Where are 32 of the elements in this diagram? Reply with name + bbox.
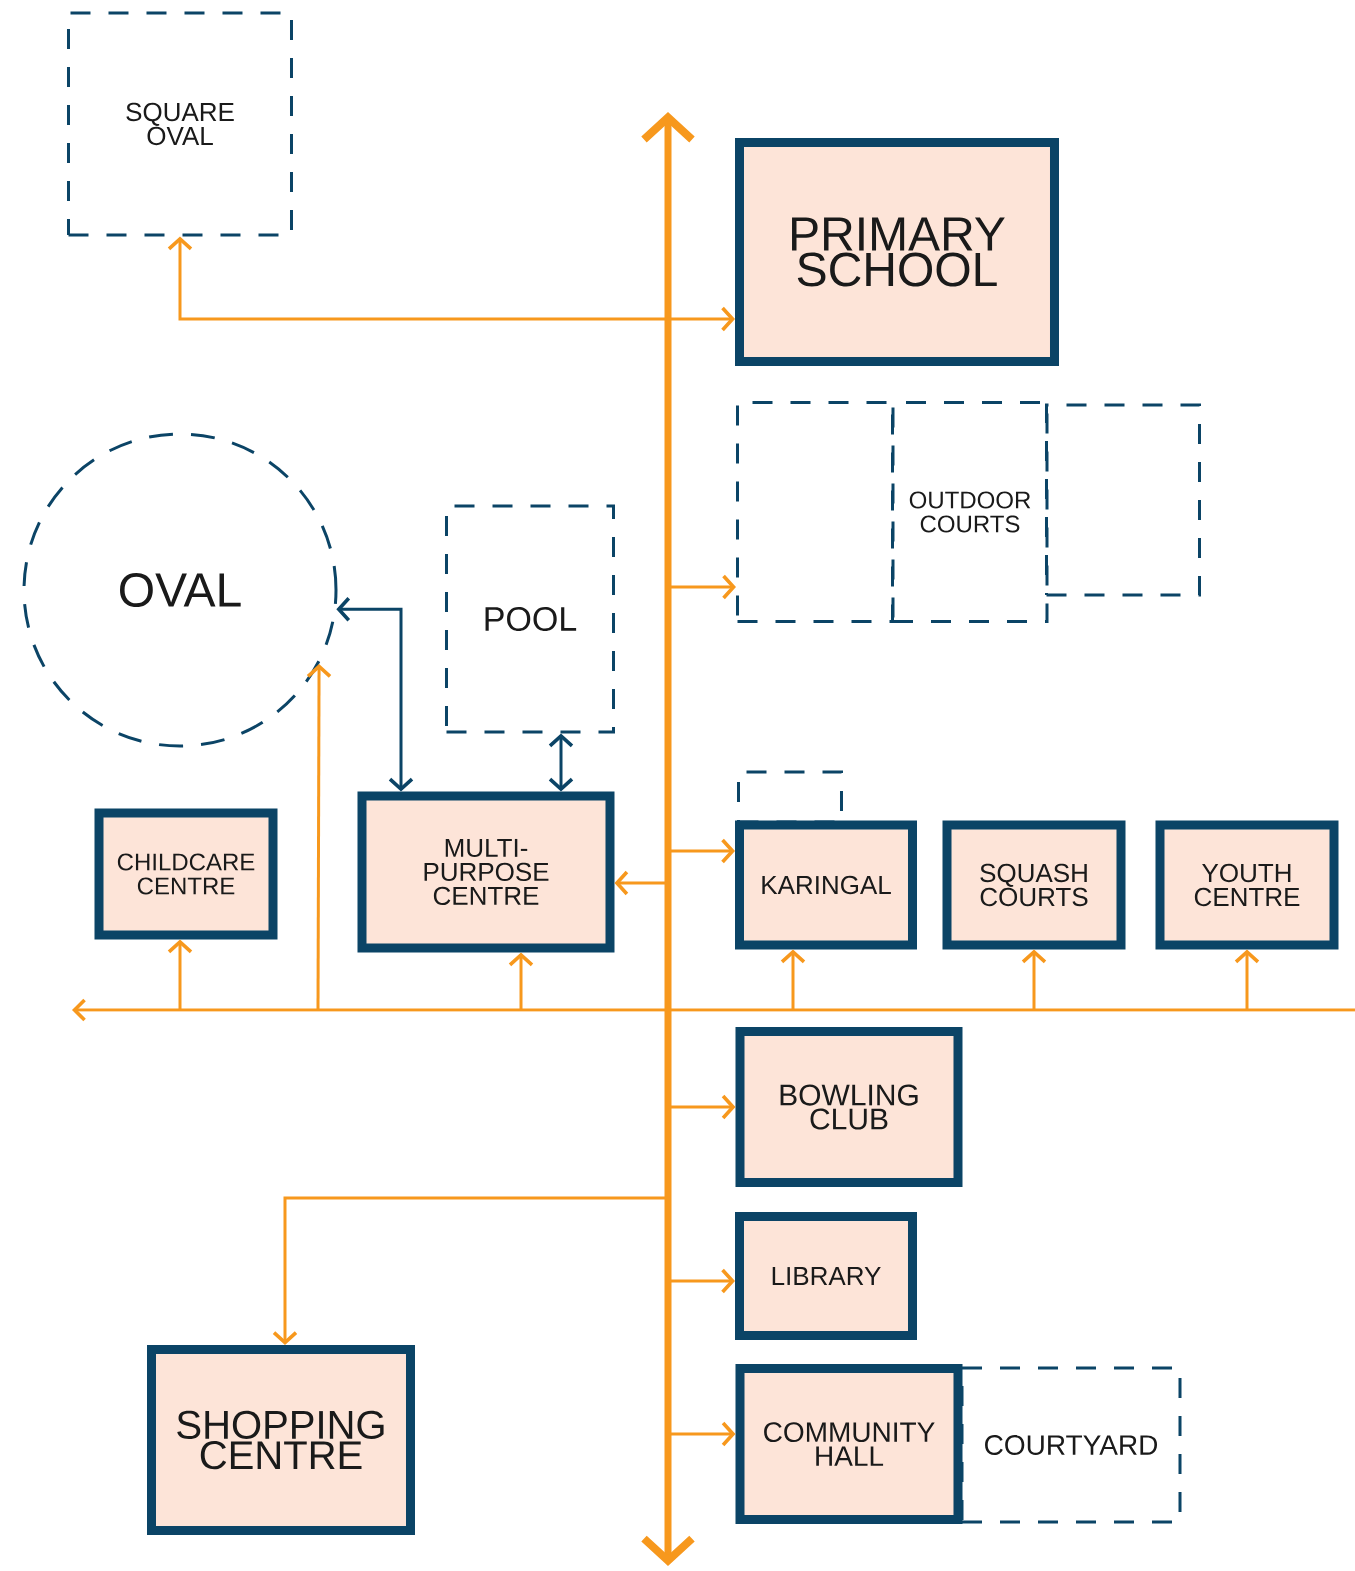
arrow <box>167 939 193 1010</box>
facility-box: BOWLING CLUB <box>735 1027 963 1187</box>
double-arrow <box>548 733 574 792</box>
arrow <box>1021 949 1047 1010</box>
arrow <box>306 663 332 1011</box>
arrow <box>668 574 736 600</box>
double-arrow <box>167 236 735 332</box>
arrow <box>1234 949 1260 1010</box>
arrow <box>614 870 668 896</box>
facility-box: COMMUNITY HALL <box>735 1364 963 1524</box>
dashed-outline-box <box>1045 403 1201 597</box>
facility-box: LIBRARY <box>735 1212 917 1340</box>
facility-box: PRIMARY SCHOOL <box>735 138 1059 366</box>
arrow <box>668 1268 735 1294</box>
arrow <box>668 1421 736 1447</box>
facility-box: SQUASH COURTS <box>942 820 1126 950</box>
arrow <box>780 949 806 1010</box>
facility-box: YOUTH CENTRE <box>1155 820 1339 950</box>
dashed-outline-box: SQUARE OVAL <box>67 11 293 237</box>
arrow <box>272 1196 668 1345</box>
arrow <box>508 952 534 1010</box>
arrow <box>668 1094 736 1120</box>
facility-box: MULTI-PURPOSE CENTRE <box>357 791 615 953</box>
double-arrow <box>336 597 414 792</box>
facility-box: CHILDCARE CENTRE <box>94 808 278 940</box>
dashed-outline-box: COURTYARD <box>960 1366 1182 1524</box>
facility-box: KARINGAL <box>735 820 917 950</box>
dashed-outline-box: POOL <box>445 504 615 734</box>
arrow <box>668 838 735 864</box>
dashed-outline-box <box>736 401 894 623</box>
facility-box: SHOPPING CENTRE <box>147 1345 415 1535</box>
dashed-outline-box: OUTDOOR COURTS <box>891 401 1049 623</box>
